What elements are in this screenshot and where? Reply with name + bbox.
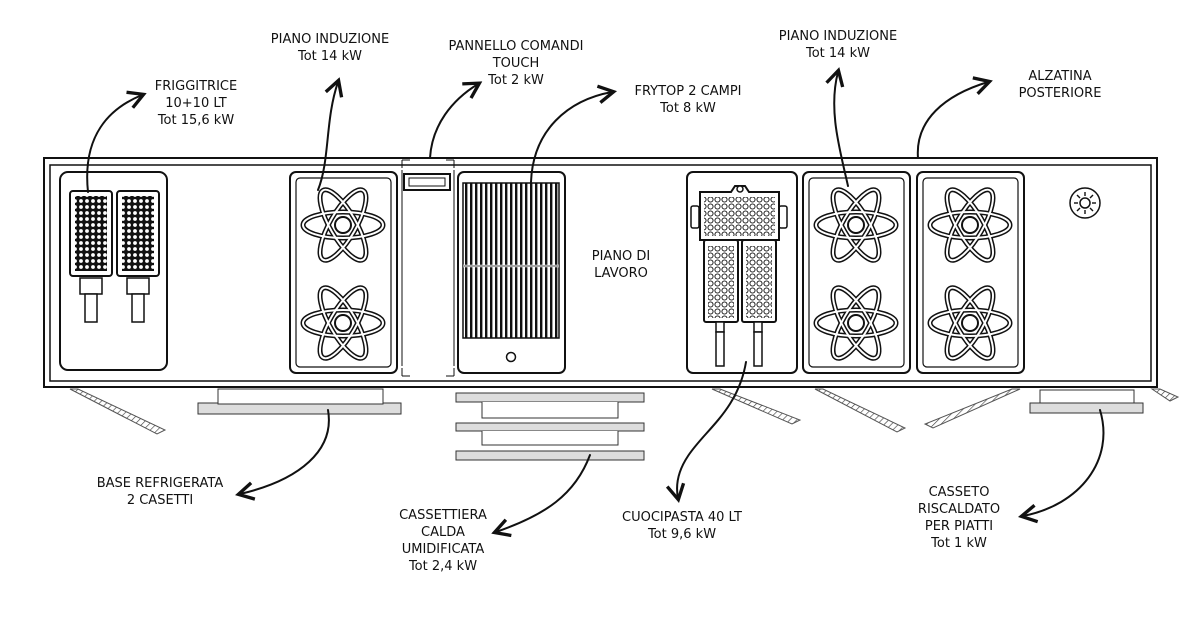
svg-text:PER PIATTI: PER PIATTI [925,519,993,534]
label-piano-induzione-1: PIANO INDUZIONE Tot 14 kW [271,32,389,64]
svg-text:FRIGGITRICE: FRIGGITRICE [155,79,237,94]
label-cassettiera: CASSETTIERA CALDA UMIDIFICATA Tot 2,4 kW [399,508,487,574]
label-base-refrigerata: BASE REFRIGERATA 2 CASETTI [97,476,224,508]
svg-text:Tot 1 kW: Tot 1 kW [930,536,987,551]
svg-text:UMIDIFICATA: UMIDIFICATA [402,542,485,557]
friggitrice-unit [59,171,168,371]
pannello-comandi-unit [401,159,455,377]
svg-text:Tot 2,4 kW: Tot 2,4 kW [408,559,477,574]
base-refrigerata-unit [197,388,402,415]
svg-text:CALDA: CALDA [421,525,465,540]
svg-text:CASSETO: CASSETO [929,485,990,500]
svg-text:10+10 LT: 10+10 LT [165,96,227,111]
cuocipasta-unit [686,171,798,374]
svg-text:CUOCIPASTA 40 LT: CUOCIPASTA 40 LT [622,510,742,525]
label-cuocipasta: CUOCIPASTA 40 LT Tot 9,6 kW [622,510,742,542]
pasta-basket-icon [690,185,788,367]
piano-induzione-unit-2 [802,171,1025,374]
svg-text:BASE REFRIGERATA: BASE REFRIGERATA [97,476,224,491]
label-alzatina: ALZATINA POSTERIORE [1019,69,1102,101]
svg-text:PIANO INDUZIONE: PIANO INDUZIONE [779,29,897,44]
callout-arrows [86,72,1105,532]
svg-text:POSTERIORE: POSTERIORE [1019,86,1102,101]
svg-text:TOUCH: TOUCH [492,56,540,71]
piano-induzione-unit-1 [289,171,398,374]
label-piano-lavoro: PIANO DI LAVORO [592,249,651,281]
svg-text:2 CASETTI: 2 CASETTI [127,493,193,508]
svg-text:Tot 9,6 kW: Tot 9,6 kW [647,527,716,542]
label-frytop: FRYTOP 2 CAMPI Tot 8 kW [634,84,741,116]
svg-text:Tot 14 kW: Tot 14 kW [805,46,870,61]
svg-text:FRYTOP 2 CAMPI: FRYTOP 2 CAMPI [634,84,741,99]
svg-text:Tot 15,6 kW: Tot 15,6 kW [157,113,235,128]
svg-text:CASSETTIERA: CASSETTIERA [399,508,487,523]
svg-text:Tot 14 kW: Tot 14 kW [297,49,362,64]
casseto-riscaldato-unit [1029,389,1144,414]
svg-text:PANNELLO COMANDI: PANNELLO COMANDI [449,39,584,54]
label-casseto-riscaldato: CASSETO RISCALDATO PER PIATTI Tot 1 kW [918,485,1000,551]
svg-text:LAVORO: LAVORO [594,266,648,281]
frytop-unit [457,171,566,374]
label-piano-induzione-2: PIANO INDUZIONE Tot 14 kW [779,29,897,61]
sun-knob-icon [1069,187,1101,219]
label-friggitrice: FRIGGITRICE 10+10 LT Tot 15,6 kW [155,79,237,128]
label-pannello-comandi: PANNELLO COMANDI TOUCH Tot 2 kW [449,39,584,88]
svg-text:PIANO INDUZIONE: PIANO INDUZIONE [271,32,389,47]
svg-text:RISCALDATO: RISCALDATO [918,502,1000,517]
svg-text:PIANO DI: PIANO DI [592,249,651,264]
cassettiera-unit [455,392,645,461]
fry-basket-icon [116,190,160,323]
fry-basket-icon [69,190,113,323]
svg-text:Tot 2 kW: Tot 2 kW [487,73,544,88]
svg-text:ALZATINA: ALZATINA [1028,69,1091,84]
svg-text:Tot 8 kW: Tot 8 kW [659,101,716,116]
